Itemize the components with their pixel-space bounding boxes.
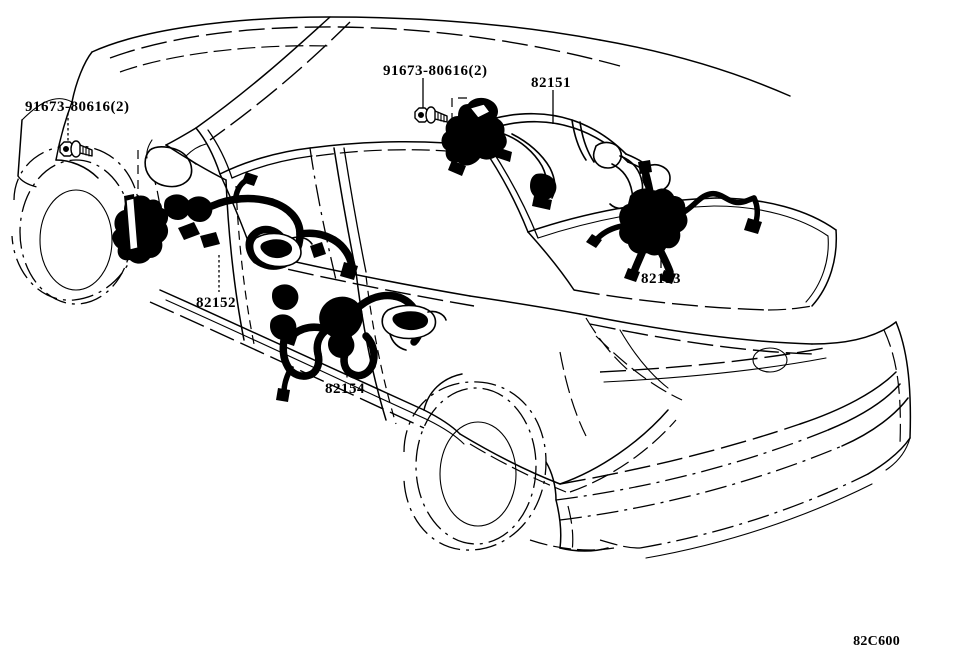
callout-label-82152: 82152 bbox=[196, 295, 236, 311]
callout-label-82153: 82153 bbox=[641, 271, 681, 287]
callout-label-bolt-rear: 91673-80616(2) bbox=[383, 63, 488, 79]
harness-82154 bbox=[270, 284, 447, 402]
diagram-code: 82C600 bbox=[853, 634, 900, 649]
callout-label-82154: 82154 bbox=[325, 381, 365, 397]
harness-82151 bbox=[441, 90, 671, 210]
bolt-front-icon bbox=[59, 113, 93, 158]
harness-82152 bbox=[112, 172, 358, 292]
callout-label-bolt-front: 91673-80616(2) bbox=[25, 99, 130, 115]
callout-label-82151: 82151 bbox=[531, 75, 571, 91]
harness-82153 bbox=[586, 160, 762, 284]
bolt-rear-icon bbox=[414, 78, 470, 139]
